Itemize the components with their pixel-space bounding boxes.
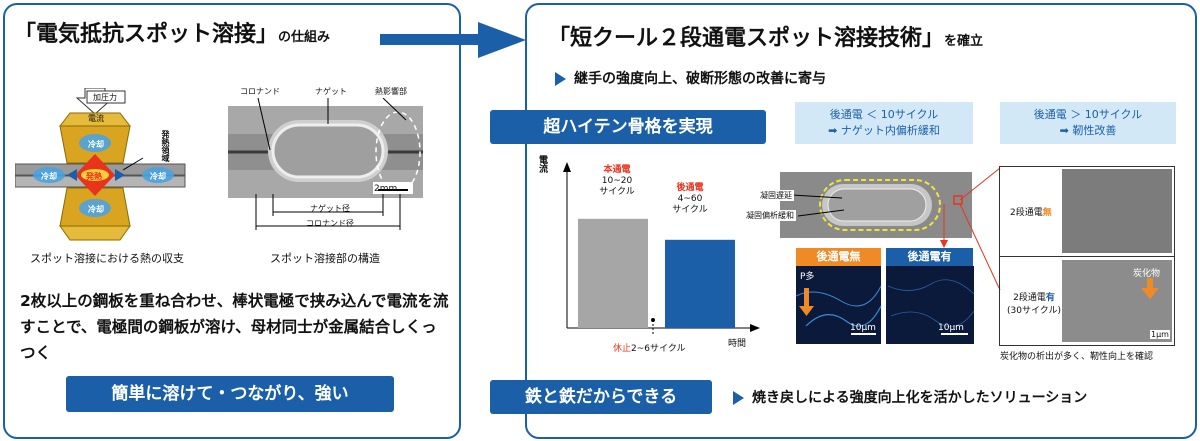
delay-label: 凝固遅延 <box>758 190 794 201</box>
right-arrow-icon <box>380 22 526 58</box>
left-title: 「電気抵抗スポット溶接」の仕組み <box>14 22 331 47</box>
p-rich-label: P多 <box>800 272 815 282</box>
with-label: 後通電有 <box>886 248 973 266</box>
bar-label-post-title: 後通電 <box>676 183 704 193</box>
sem-table-divider <box>999 256 1175 257</box>
bar-label-main-cycles: 10~20 サイクル <box>599 176 635 197</box>
chart-ylabel: 電流 <box>537 155 547 173</box>
corona-dia-label: コロナンド径 <box>306 219 354 228</box>
triangle-bullet-icon-2 <box>733 391 744 405</box>
fig2-caption: スポット溶接部の構造 <box>270 252 380 265</box>
x-axis-arrowhead-icon <box>750 324 760 332</box>
nugget-micrograph <box>742 168 974 242</box>
carbide-caption: 炭化物の析出が多く、靭性向上を確認 <box>1000 352 1154 362</box>
nugget-dia-label: ナゲット径 <box>310 204 350 213</box>
sem-image-without <box>1062 169 1172 253</box>
connector-lines <box>940 167 1001 291</box>
bar-label-main: 本通電 10~20 サイクル <box>584 165 650 198</box>
segregation-micrographs <box>796 266 974 344</box>
chart-bar-post <box>665 239 735 328</box>
scale3-label: 1μm <box>1150 330 1170 339</box>
without-label: 後通電無 <box>796 248 881 266</box>
info-box-short-cycle: 後通電 ＜ 10サイクル ➡ ナゲット内偏析緩和 <box>795 102 973 144</box>
haz-label: 熱影響部 <box>375 87 407 96</box>
weld-structure-diagram <box>228 98 423 230</box>
cool-right-label: 冷却 <box>150 172 166 181</box>
right-bottom-text: 焼き戻しによる強度向上化を活かしたソリューション <box>733 387 1087 407</box>
pause-label: 休止2~6サイクル <box>613 344 686 354</box>
left-bottom-banner: 簡単に溶けて・つながり、強い <box>66 376 394 412</box>
triangle-bullet-icon <box>555 72 566 86</box>
left-body-text: 2枚以上の鋼板を重ね合わせ、棒状電極で挟み込んで電流を流すことで、電極間の鋼板が… <box>20 292 449 362</box>
carbide-arrow-icon <box>1141 278 1159 299</box>
current-label: 電流 <box>88 114 104 123</box>
heat-zone-label: 発熱領域 <box>161 130 170 162</box>
current-time-chart <box>563 162 760 336</box>
right-bottom-banner: 鉄と鉄だからできる <box>490 380 712 414</box>
fig1-caption: スポット溶接における熱の収支 <box>30 252 184 265</box>
scale1-label: 10μm <box>850 323 876 333</box>
two-stage-none-label: 2段通電無 <box>1010 208 1052 218</box>
y-axis-arrowhead-icon <box>563 162 571 172</box>
cool-left-label: 冷却 <box>41 172 57 181</box>
heat-label: 発熱 <box>86 172 102 181</box>
bar-label-post: 後通電 4~60 サイクル <box>660 183 720 216</box>
right-subtitle: 継手の強度向上、破断形態の改善に寄与 <box>555 68 826 88</box>
right-title: 「短クール２段通電スポット溶接技術」を確立 <box>548 26 984 51</box>
nugget-label: ナゲット <box>315 87 347 96</box>
pressure-label: 加圧力 <box>93 93 117 102</box>
cool-bottom-label: 冷却 <box>88 205 104 214</box>
chart-xlabel: 時間 <box>728 339 747 349</box>
chart-bar-main <box>578 218 648 328</box>
cool-top-label: 冷却 <box>88 140 104 149</box>
carbide-label: 炭化物 <box>1133 269 1161 279</box>
right-top-banner: 超ハイテン骨格を実現 <box>490 110 766 144</box>
scale2-label: 10μm <box>938 323 964 333</box>
heat-balance-diagram <box>15 88 186 241</box>
info-box-long-line2: ➡ 靭性改善 <box>1059 124 1117 137</box>
info-box-long-line1: 後通電 ＞ 10サイクル <box>1033 108 1143 121</box>
relax-label: 凝固偏析緩和 <box>744 210 796 221</box>
scale-2mm-label: 2mm <box>374 184 398 194</box>
bar-label-main-title: 本通電 <box>603 165 631 175</box>
pause-dot <box>651 318 655 322</box>
info-box-short-line2: ➡ ナゲット内偏析緩和 <box>828 124 940 137</box>
two-stage-with-label: 2段通電有(30サイクル) <box>1007 293 1062 316</box>
info-box-long-cycle: 後通電 ＞ 10サイクル ➡ 靭性改善 <box>1000 102 1176 144</box>
bar-label-post-cycles: 4~60 サイクル <box>672 194 708 215</box>
sem-image-with <box>1062 260 1172 342</box>
info-box-short-line1: 後通電 ＜ 10サイクル <box>829 108 939 121</box>
corona-label: コロナンド <box>240 87 280 96</box>
